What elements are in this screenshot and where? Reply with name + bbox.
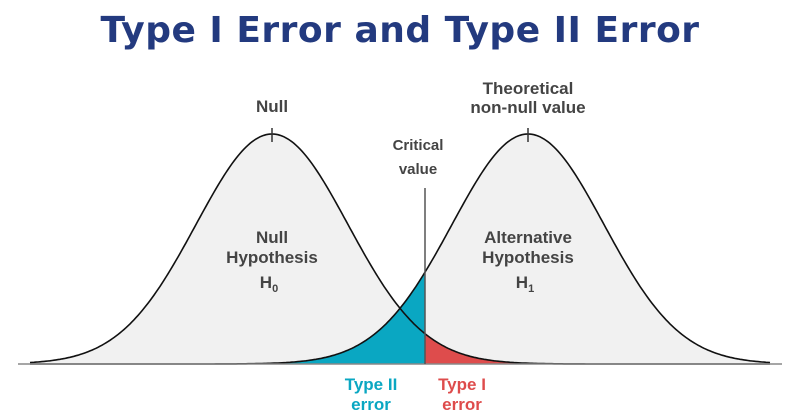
- critical-value-label-line2: value: [399, 161, 437, 178]
- alt-symbol-letter: H: [516, 273, 528, 292]
- critical-value-label-line1: Critical: [393, 137, 444, 154]
- type-ii-error-region: [260, 272, 425, 364]
- alt-symbol-subscript: 1: [528, 283, 534, 295]
- type-i-error-label-line1: Type I: [438, 375, 486, 394]
- null-peak-label: Null: [256, 97, 288, 116]
- null-hypothesis-label-line1: Null: [256, 228, 288, 247]
- null-symbol-letter: H: [260, 273, 272, 292]
- alt-hypothesis-label-line1: Alternative: [484, 228, 572, 247]
- type-i-error-region: [425, 333, 560, 364]
- theoretical-label-line2: non-null value: [470, 98, 585, 117]
- alt-hypothesis-symbol: H1: [516, 273, 534, 295]
- theoretical-label-line1: Theoretical: [483, 79, 574, 98]
- type-i-error-label-line2: error: [442, 395, 482, 414]
- null-hypothesis-symbol: H0: [260, 273, 278, 295]
- page-title: Type I Error and Type II Error: [100, 10, 700, 51]
- null-hypothesis-label-line2: Hypothesis: [226, 248, 318, 267]
- alt-hypothesis-label-line2: Hypothesis: [482, 248, 574, 267]
- type-ii-error-label-line2: error: [351, 395, 391, 414]
- type-ii-error-label-line1: Type II: [345, 375, 398, 394]
- null-symbol-subscript: 0: [272, 283, 278, 295]
